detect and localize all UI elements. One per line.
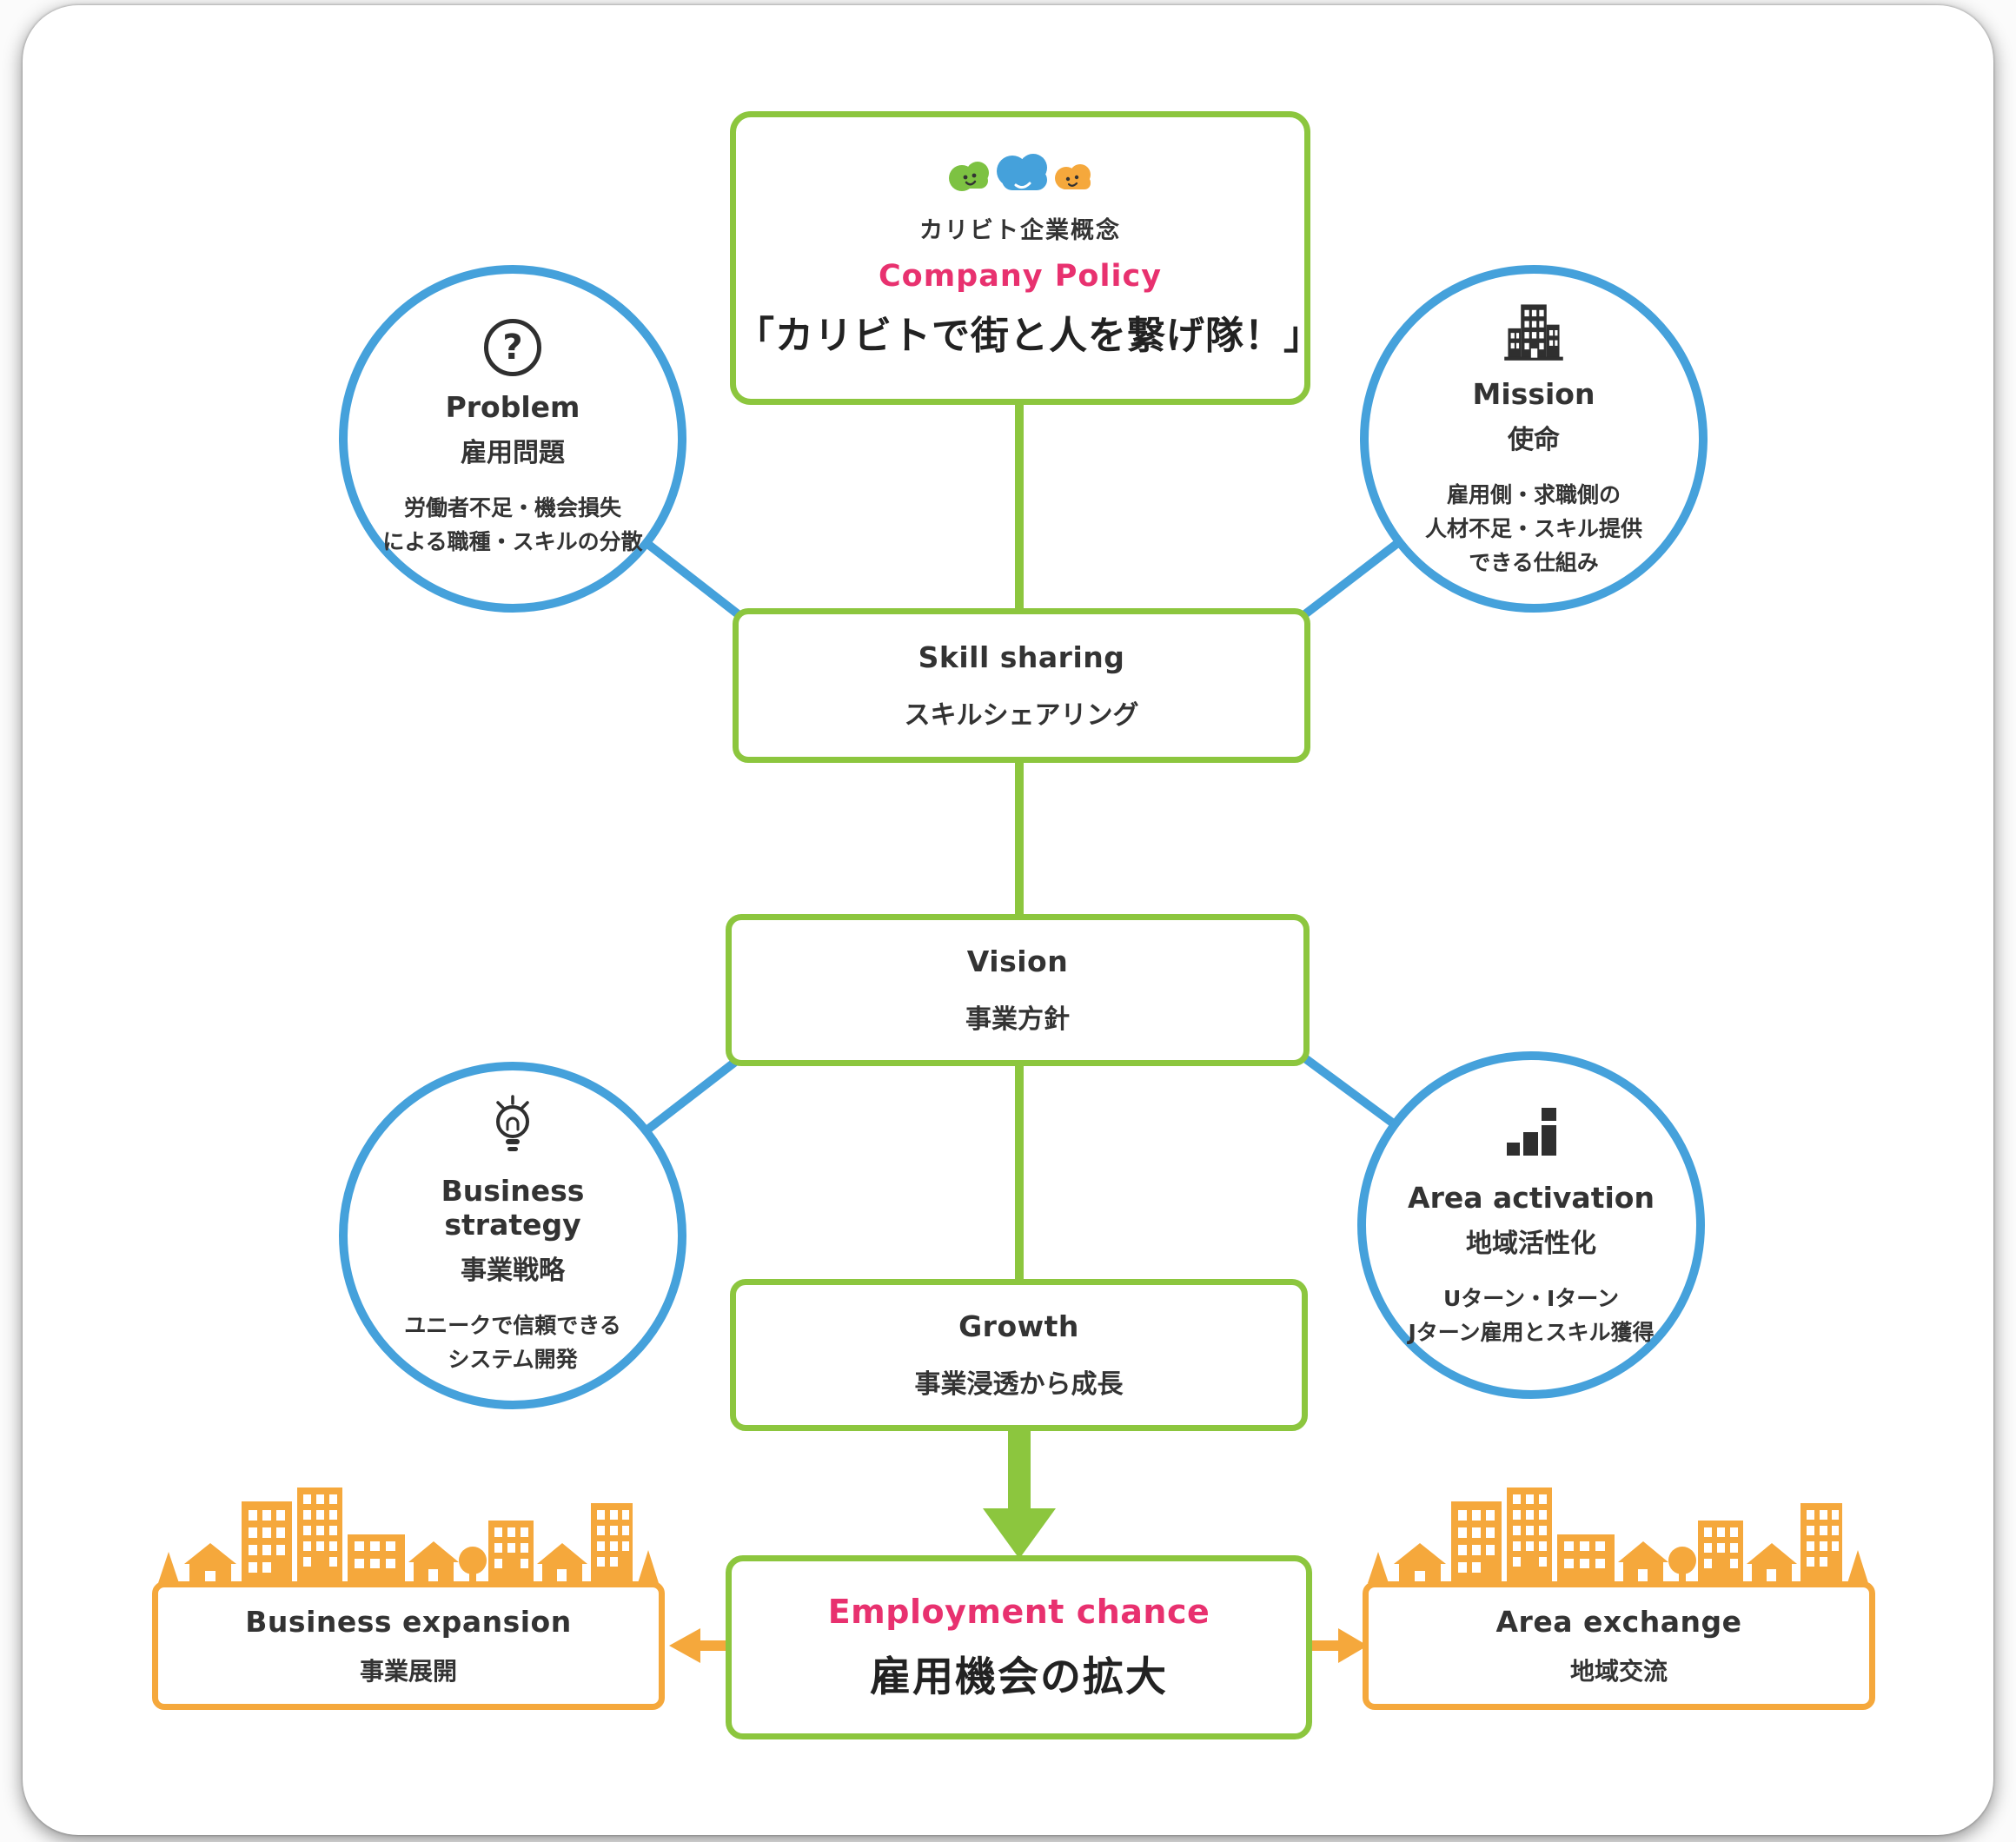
area-activation-circle: Area activation 地域活性化 Uターン・Iターン Jターン雇用とス… — [1357, 1051, 1705, 1399]
mission-circle: Mission 使命 雇用側・求職側の 人材不足・スキル提供 できる仕組み — [1360, 265, 1708, 613]
area-activation-desc-line: Jターン雇用とスキル獲得 — [1408, 1319, 1655, 1345]
area-activation-description: Uターン・Iターン Jターン雇用とスキル獲得 — [1408, 1282, 1654, 1350]
area-exchange-box: Area exchange 地域交流 — [1363, 1581, 1875, 1710]
city-skyline-right — [1368, 1488, 1868, 1583]
employment-chance-subtitle: 雇用機会の拡大 — [870, 1653, 1168, 1701]
problem-title: Problem — [445, 389, 580, 424]
question-icon: ? — [484, 318, 541, 376]
orange-arrow-left-head — [669, 1628, 700, 1663]
mission-subtitle: 使命 — [1508, 425, 1560, 456]
area-exchange-title: Area exchange — [1495, 1604, 1742, 1639]
business-strategy-desc-line: システム開発 — [448, 1347, 578, 1372]
business-strategy-circle: Business strategy 事業戦略 ユニークで信頼できる システム開発 — [339, 1062, 686, 1409]
growth-subtitle: 事業浸透から成長 — [914, 1369, 1124, 1400]
business-expansion-title: Business expansion — [245, 1604, 572, 1639]
company-policy-box: カリビト企業概念 Company Policy 「カリビトで街と人を繋げ隊！」 — [730, 111, 1323, 405]
mission-desc-line: できる仕組み — [1469, 549, 1599, 575]
mission-description: 雇用側・求職側の 人材不足・スキル提供 できる仕組み — [1425, 479, 1642, 580]
vision-subtitle: 事業方針 — [965, 1004, 1070, 1035]
company-policy-headline: 「カリビトで街と人を繋げ隊！」 — [736, 314, 1323, 358]
skill-sharing-box: Skill sharing スキルシェアリング — [733, 608, 1310, 763]
mission-desc-line: 人材不足・スキル提供 — [1424, 516, 1642, 542]
problem-desc-line: 労働者不足・機会損失 — [403, 494, 621, 520]
growth-box: Growth 事業浸透から成長 — [730, 1279, 1308, 1431]
mission-desc-line: 雇用側・求職側の — [1446, 482, 1621, 508]
area-activation-title: Area activation — [1408, 1180, 1655, 1215]
business-expansion-subtitle: 事業展開 — [359, 1656, 457, 1686]
problem-subtitle: 雇用問題 — [461, 437, 565, 468]
growth-title: Growth — [958, 1309, 1079, 1343]
problem-description: 労働者不足・機会損失 による職種・スキルの分散 — [382, 492, 642, 560]
building-icon — [1504, 304, 1563, 361]
orange-arrow-right-head — [1338, 1628, 1368, 1663]
employment-chance-title: Employment chance — [827, 1592, 1210, 1631]
business-strategy-title: Business strategy — [441, 1174, 585, 1242]
bar-chart-icon — [1507, 1107, 1556, 1156]
area-activation-subtitle: 地域活性化 — [1466, 1228, 1596, 1259]
skill-sharing-title: Skill sharing — [918, 639, 1125, 674]
vision-title: Vision — [966, 944, 1069, 978]
skill-sharing-subtitle: スキルシェアリング — [904, 699, 1139, 731]
company-policy-label: Company Policy — [878, 259, 1163, 294]
lightbulb-icon — [496, 1095, 529, 1152]
business-expansion-box: Business expansion 事業展開 — [152, 1581, 665, 1710]
area-exchange-subtitle: 地域交流 — [1569, 1656, 1668, 1686]
karibito-logo-icon — [949, 154, 1091, 191]
logo-label: カリビト企業概念 — [919, 217, 1121, 244]
problem-desc-line: による職種・スキルの分散 — [382, 528, 643, 554]
business-strategy-subtitle: 事業戦略 — [461, 1256, 565, 1287]
green-arrow-head — [983, 1508, 1056, 1559]
area-activation-desc-line: Uターン・Iターン — [1442, 1285, 1620, 1311]
employment-chance-box: Employment chance 雇用機会の拡大 — [726, 1555, 1312, 1739]
business-strategy-desc-line: ユニークで信頼できる — [404, 1313, 621, 1339]
city-skyline-left — [158, 1488, 659, 1583]
vision-box: Vision 事業方針 — [726, 914, 1310, 1066]
mission-title: Mission — [1472, 377, 1595, 412]
business-strategy-description: ユニークで信頼できる システム開発 — [404, 1309, 621, 1377]
problem-circle: ? Problem 雇用問題 労働者不足・機会損失 による職種・スキルの分散 — [339, 265, 686, 613]
